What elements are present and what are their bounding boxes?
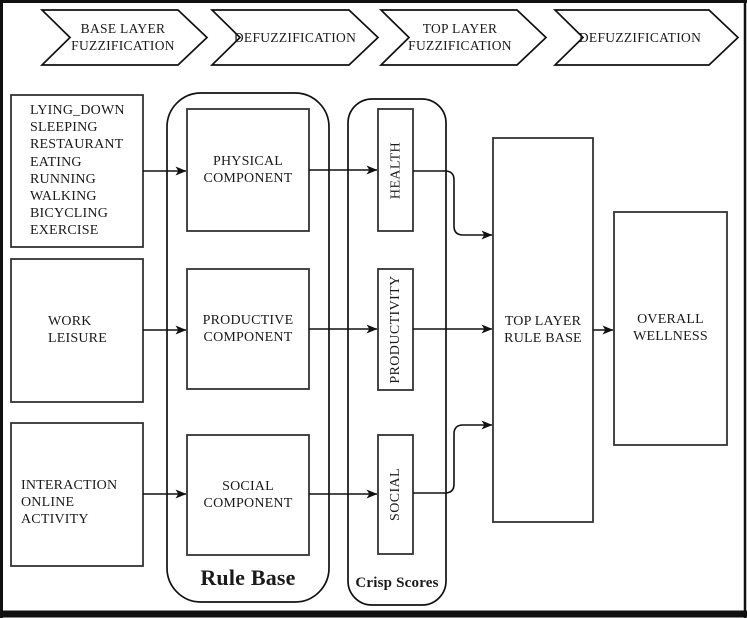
productivity-score-label: PRODUCTIVITY — [388, 275, 403, 384]
social-component-box — [186, 434, 310, 556]
physical-component-label: PHYSICAL COMPONENT — [203, 154, 293, 187]
banner-step-label-defuzzification-2: DEFUZZIFICATION — [578, 29, 702, 45]
input-activities-label: LYING_DOWN SLEEPING RESTAURANT EATING RU… — [30, 103, 125, 239]
input-box-work — [10, 258, 144, 403]
input-interaction-label: INTERACTION ONLINE ACTIVITY — [21, 478, 118, 528]
arrow-social-score-to-top-layer — [413, 420, 493, 494]
banner-step-2-shape — [209, 9, 380, 66]
rule-base-title: Rule Base — [200, 565, 296, 590]
input-box-activities — [10, 94, 144, 248]
top-layer-rule-base-box — [492, 137, 594, 523]
input-work-label: WORK LEISURE — [48, 314, 107, 347]
input-box-interaction — [10, 422, 144, 567]
productivity-score-box — [377, 268, 414, 391]
social-score-label: SOCIAL — [388, 468, 403, 521]
physical-component-box — [186, 108, 310, 232]
overall-wellness-box — [613, 211, 728, 446]
overall-wellness-label: OVERALL WELLNESS — [633, 312, 708, 345]
banner-step-label-defuzzification-1: DEFUZZIFICATION — [233, 29, 357, 45]
health-score-box — [377, 108, 414, 232]
crisp-scores-title: Crisp Scores — [355, 575, 439, 591]
banner-step-3-shape — [378, 9, 548, 66]
arrow-health-to-top-layer — [413, 170, 493, 240]
banner-step-label-base-layer-fuzzification: BASE LAYER FUZZIFICATION — [71, 21, 175, 53]
banner-step-4-shape — [552, 9, 740, 66]
social-score-box — [377, 434, 414, 555]
banner-step-label-top-layer-fuzzification: TOP LAYER FUZZIFICATION — [408, 21, 512, 53]
top-layer-rule-base-label: TOP LAYER RULE BASE — [504, 314, 582, 347]
productive-component-box — [186, 268, 310, 390]
banner-step-1-shape — [39, 9, 209, 66]
social-component-label: SOCIAL COMPONENT — [203, 479, 293, 512]
health-score-label: HEALTH — [388, 141, 403, 200]
productive-component-label: PRODUCTIVE COMPONENT — [202, 313, 294, 346]
